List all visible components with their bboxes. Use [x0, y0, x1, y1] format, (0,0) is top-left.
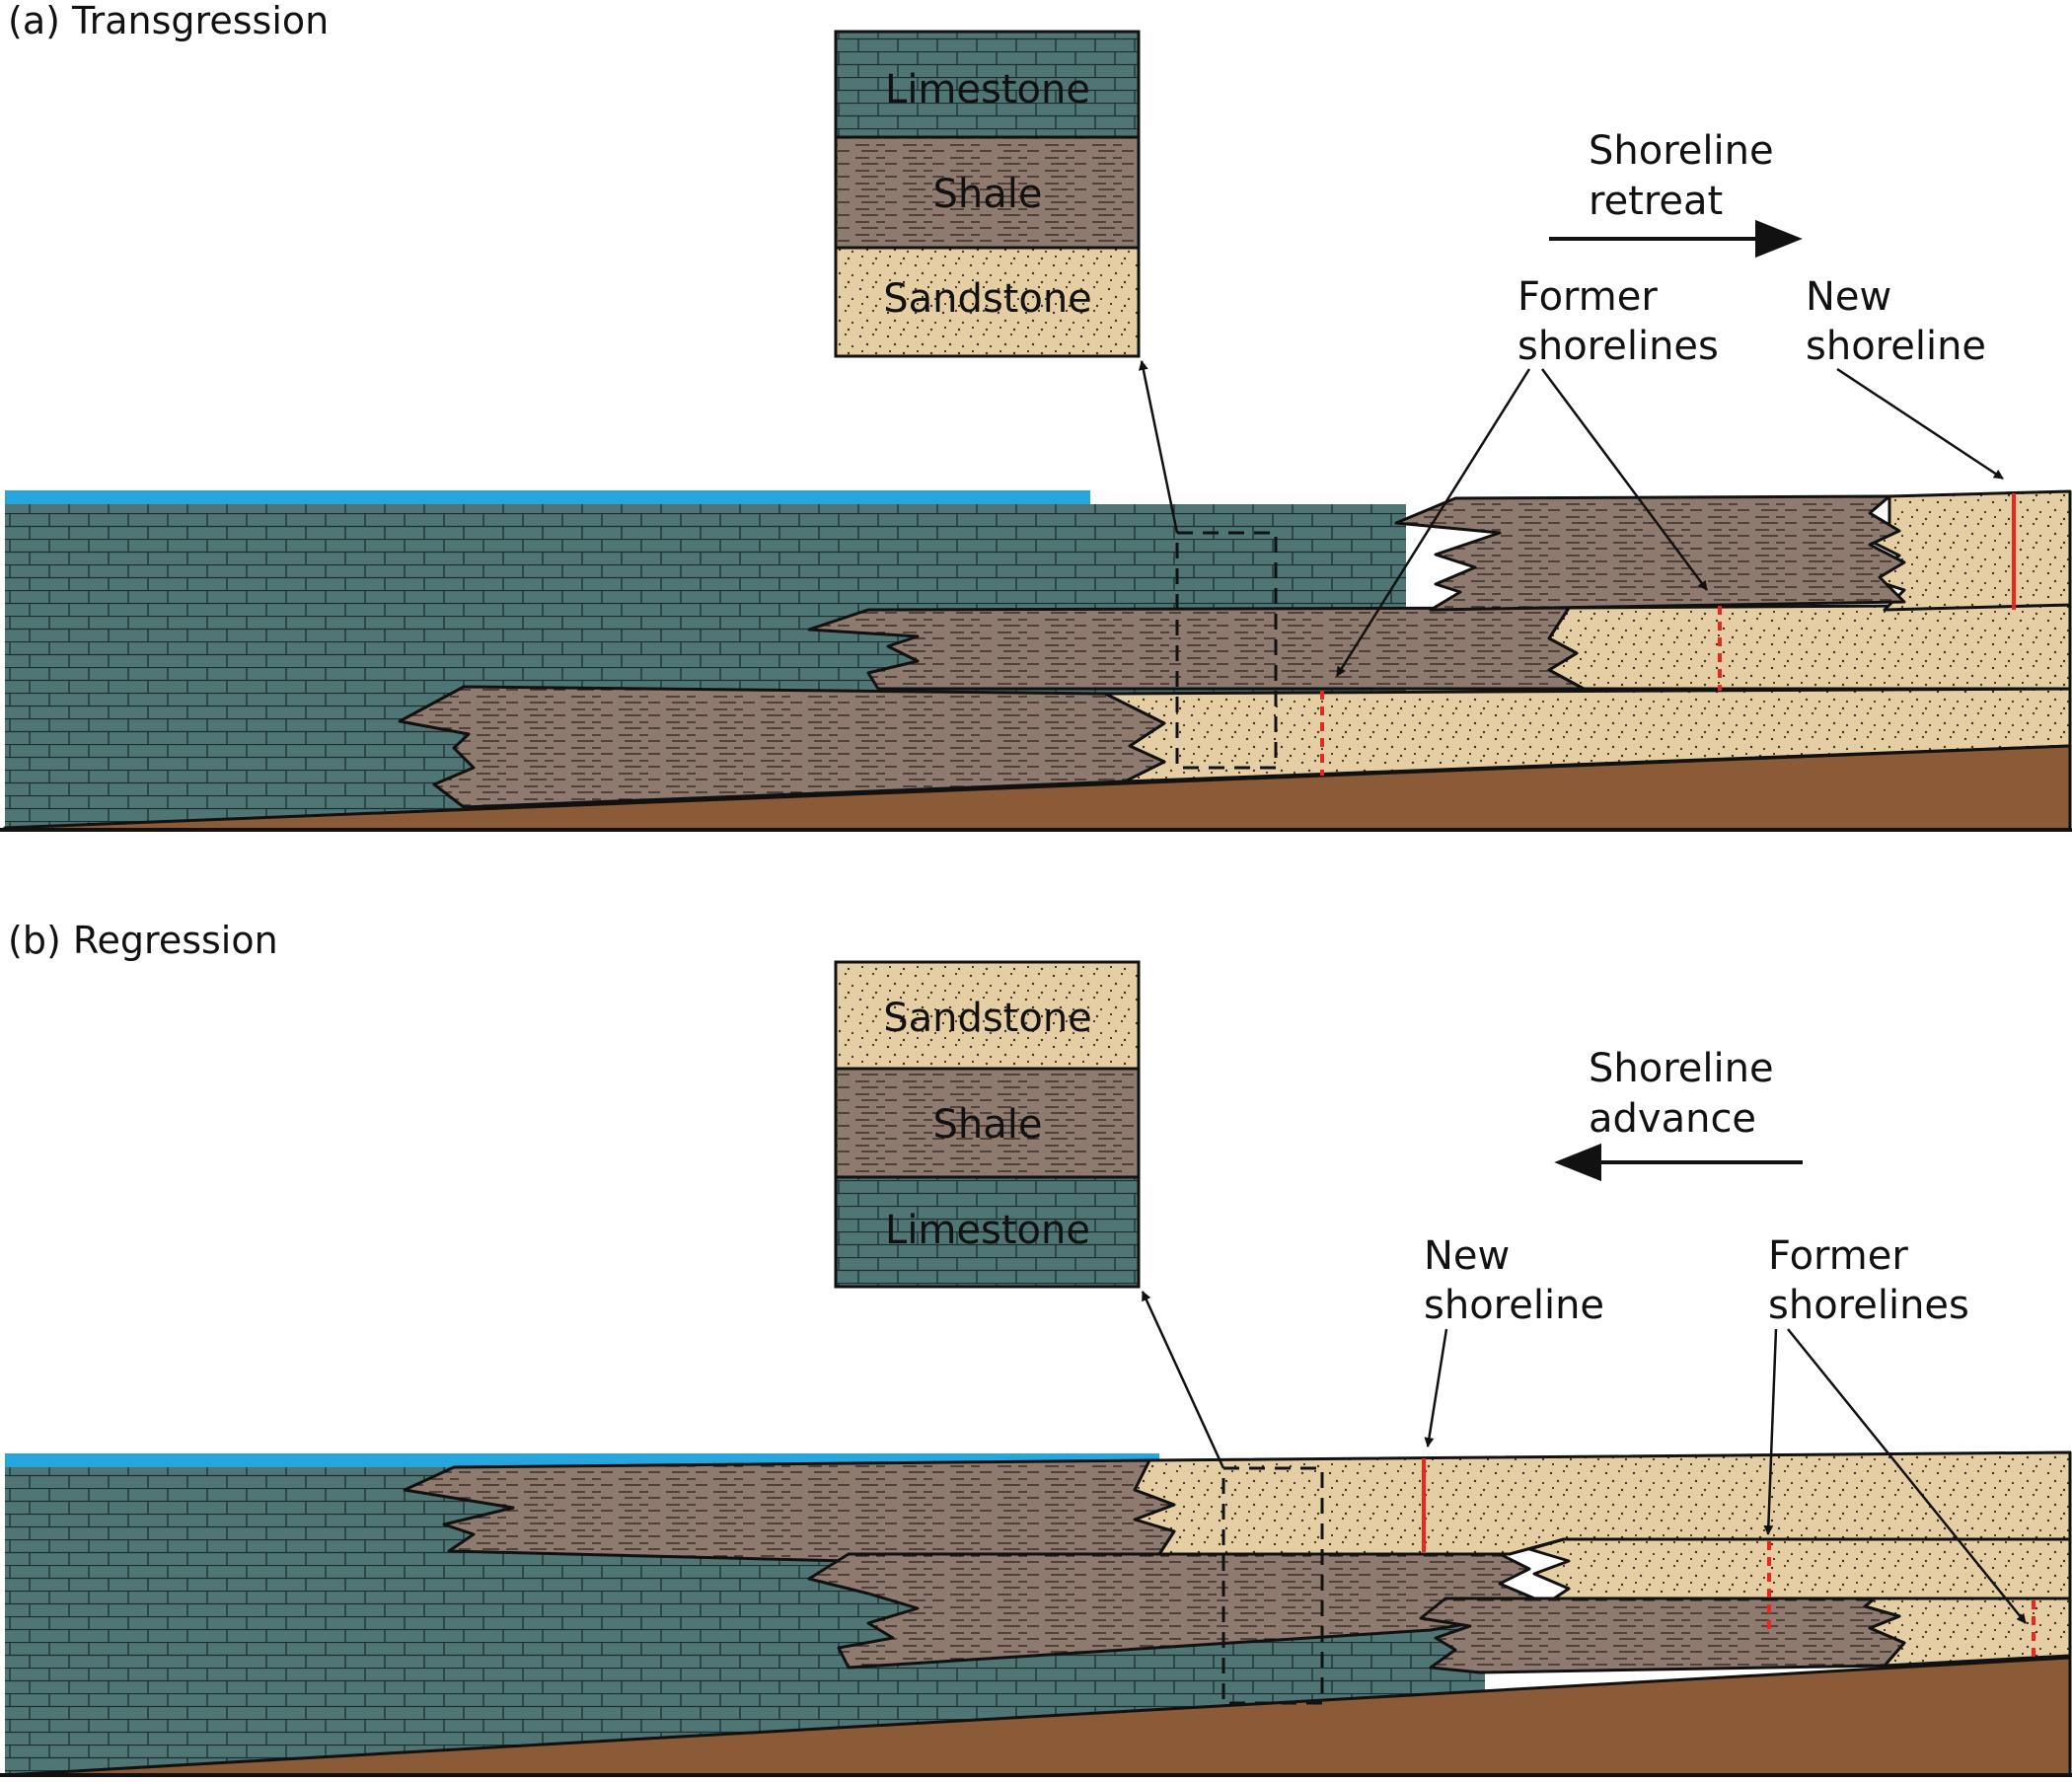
sample-column-outline [1221, 1466, 1324, 1705]
direction-label: retreat [1589, 179, 1723, 224]
stratigraphic-column-b: Sandstone Shale Limestone [834, 960, 1141, 1289]
column-b-label-bottom: Limestone [885, 1208, 1090, 1253]
sandstone-layer-middle [1547, 603, 2072, 691]
column-a-label-middle: Shale [933, 172, 1043, 217]
column-sandstone [834, 960, 1141, 1071]
column-b-label-top: Sandstone [883, 996, 1092, 1041]
column-shale [834, 1067, 1141, 1179]
former-shorelines-label: Former [1768, 1233, 1908, 1279]
leader-arrow [1836, 367, 2004, 481]
panel-b-title: (b) Regression [8, 919, 278, 962]
panel-regression: (b) Regression [0, 919, 2072, 1778]
direction-label: Shoreline [1589, 128, 1774, 174]
shale-layer-middle [807, 606, 1586, 691]
new-shoreline-label: shoreline [1424, 1283, 1604, 1328]
column-shale [834, 135, 1141, 250]
column-limestone [834, 1175, 1141, 1289]
cross-section-b [0, 1450, 2072, 1778]
shale-layer-lower [1419, 1596, 1906, 1674]
direction-label: Shoreline [1589, 1046, 1774, 1091]
panel-transgression: (a) Transgression [0, 0, 2072, 832]
new-shoreline-label: New [1424, 1233, 1510, 1279]
direction-label: advance [1589, 1096, 1756, 1142]
sample-column-outline [1175, 531, 1278, 770]
former-shorelines-label: shorelines [1768, 1283, 1969, 1328]
column-a-label-top: Limestone [885, 67, 1090, 112]
column-leader-arrow [1138, 360, 1179, 534]
column-b-label-middle: Shale [933, 1102, 1043, 1148]
shale-layer-middle [807, 1552, 1541, 1670]
former-shorelines-label: Former [1517, 274, 1658, 320]
leader-arrow [1335, 368, 1531, 677]
new-shoreline-label: shoreline [1806, 324, 1986, 369]
stratigraphic-column-a: Limestone Shale Sandstone [834, 30, 1141, 358]
panel-a-title: (a) Transgression [8, 0, 329, 42]
cross-section-a [0, 489, 2072, 832]
leader-arrow [1424, 1328, 1448, 1448]
shale-layer-upper [1394, 494, 1906, 612]
former-shorelines-label: shorelines [1517, 324, 1719, 369]
column-leader-arrow [1141, 1291, 1225, 1469]
leader-arrow [1787, 1328, 2027, 1624]
shale-layer-lower [398, 685, 1166, 809]
leader-arrow [1540, 368, 1709, 591]
new-shoreline-label: New [1806, 274, 1891, 320]
sandstone-layer-lower [1863, 1596, 2072, 1668]
column-limestone [834, 30, 1141, 139]
column-sandstone [834, 246, 1141, 358]
sea-surface [5, 490, 1090, 504]
column-a-label-bottom: Sandstone [883, 276, 1092, 322]
leader-arrow [1763, 1328, 1778, 1535]
